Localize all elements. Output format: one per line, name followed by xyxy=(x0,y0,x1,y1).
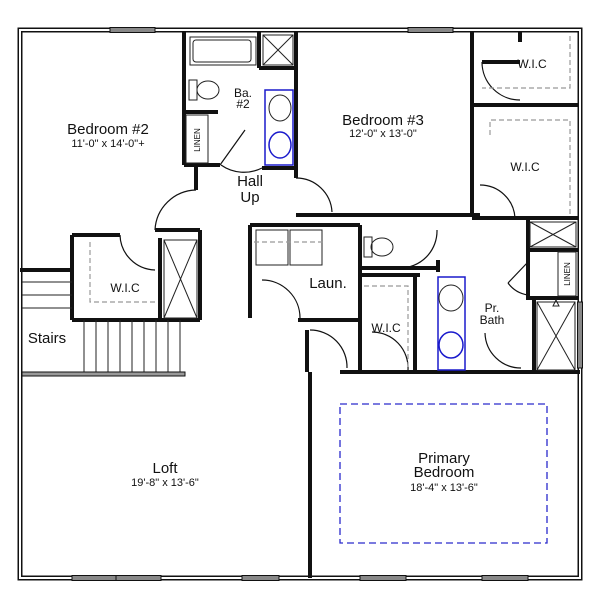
room-label-primary-bedroom-line1: Primary xyxy=(418,450,470,467)
window-loft-2 xyxy=(115,575,162,581)
room-label-hall-line1: Hall xyxy=(237,173,263,190)
room-label-bath2-line2: #2 xyxy=(236,97,250,111)
room-dims-loft: 19'-8" x 13'-6" xyxy=(131,477,199,489)
bathtub-icon xyxy=(189,36,257,66)
window-primary-2 xyxy=(481,575,529,581)
room-label-linen: LINEN xyxy=(193,128,202,152)
linen-closet xyxy=(557,251,577,297)
room-label-hall-line2: Up xyxy=(240,189,259,206)
vanity-primary xyxy=(437,276,466,371)
storage-icon xyxy=(529,221,577,248)
toilet-icon xyxy=(363,236,373,258)
room-label-wic-bedroom3-top: W.I.C xyxy=(517,57,547,71)
vanity-bath2 xyxy=(264,89,294,166)
room-label-primary-bedroom-line2: Bedroom xyxy=(414,464,475,481)
shower-icon xyxy=(262,34,294,66)
room-label-bedroom3: Bedroom #3 xyxy=(342,112,424,129)
window-primary-bath xyxy=(577,301,583,369)
room-dims-bedroom3: 12'-0" x 13'-0" xyxy=(349,128,417,140)
room-label-wic-primary: W.I.C xyxy=(371,321,401,335)
room-dims-primary-bedroom: 18'-4" x 13'-6" xyxy=(410,482,478,494)
room-label-wic-bedroom3-right: W.I.C xyxy=(510,160,540,174)
sink-icon xyxy=(268,131,292,159)
window-primary-1 xyxy=(359,575,407,581)
sink-icon xyxy=(268,94,292,122)
room-label-stairs: Stairs xyxy=(28,330,66,347)
stairs-treads xyxy=(21,281,186,377)
room-labels: Bedroom #2 11'-0" x 14'-0"+ Ba. #2 LINEN… xyxy=(28,57,572,494)
linen-closet xyxy=(185,114,209,164)
toilet-icon xyxy=(188,79,198,101)
room-label-bath2-line1: Ba. xyxy=(234,86,252,100)
room-label-bedroom2: Bedroom #2 xyxy=(67,121,149,138)
storage-icon xyxy=(163,239,198,319)
washer-icon xyxy=(255,229,289,266)
room-label-laundry: Laun. xyxy=(309,275,347,292)
window-bedroom2 xyxy=(109,27,156,33)
sink-icon xyxy=(438,284,464,312)
room-label-wic-bedroom2: W.I.C xyxy=(110,281,140,295)
room-dims-bedroom2: 11'-0" x 14'-0"+ xyxy=(71,138,144,150)
shower-icon xyxy=(536,301,576,371)
room-label-linen-primary: LINEN xyxy=(563,262,572,286)
fixtures xyxy=(21,34,577,544)
dryer-icon xyxy=(289,229,323,266)
room-label-loft: Loft xyxy=(152,460,178,477)
room-label-primary-bath-line1: Pr. xyxy=(485,301,500,315)
windows xyxy=(71,27,583,581)
window-loft-1 xyxy=(71,575,117,581)
window-loft-3 xyxy=(241,575,280,581)
window-bedroom3 xyxy=(407,27,454,33)
tray-ceiling-outline xyxy=(339,403,548,544)
room-label-primary-bath-line2: Bath xyxy=(480,313,505,327)
interior-walls xyxy=(20,32,580,578)
sink-icon xyxy=(438,331,464,359)
